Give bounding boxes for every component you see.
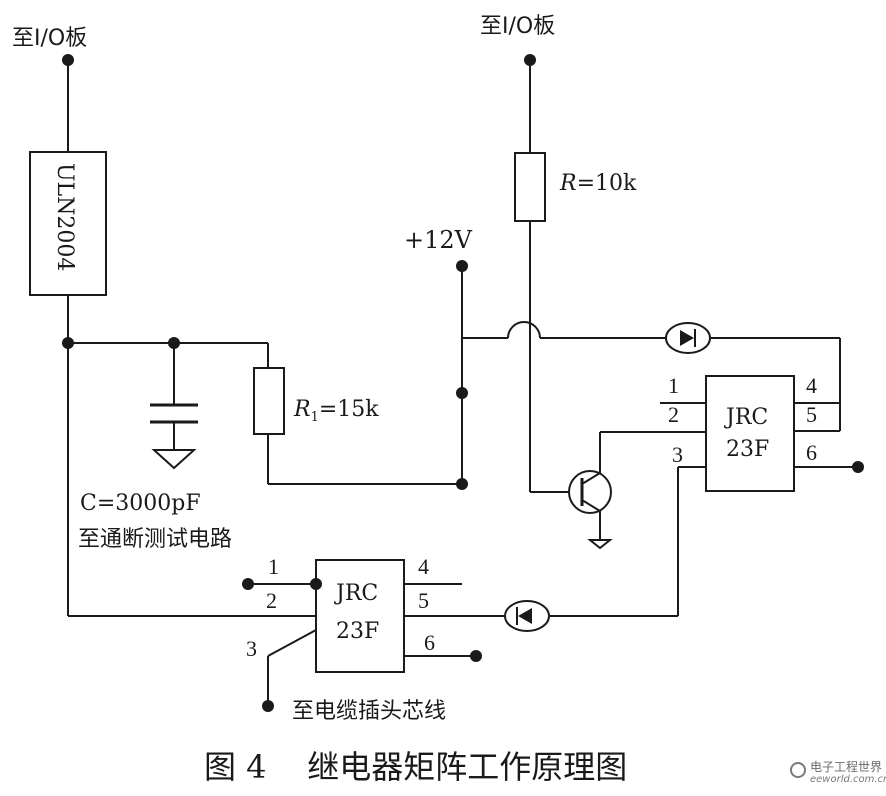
relay-lower-pin5: 5 bbox=[418, 588, 429, 613]
r-label: R=10k bbox=[559, 171, 637, 196]
relay-upper-box bbox=[705, 375, 795, 492]
diode-upper-icon bbox=[680, 330, 694, 346]
relay-lower-pin2: 2 bbox=[266, 588, 277, 613]
relay-upper-name-1: JRC bbox=[724, 405, 768, 430]
node-12v-mid bbox=[456, 387, 468, 399]
cable-core-label: 至电缆插头芯线 bbox=[292, 699, 446, 724]
relay-lower-box bbox=[315, 559, 405, 673]
figure-caption: 图 4 继电器矩阵工作原理图 bbox=[204, 748, 627, 786]
ground-icon-transistor bbox=[587, 539, 613, 550]
relay-upper-name-2: 23F bbox=[726, 437, 769, 462]
io-left-label: 至I/O板 bbox=[12, 26, 87, 51]
relay-upper-pin1: 1 bbox=[668, 373, 679, 398]
watermark-site: eeworld.com.cn bbox=[810, 774, 886, 785]
relay-upper-pin6-terminal bbox=[852, 461, 864, 473]
watermark-logo: 电子工程世界 eeworld.com.cn bbox=[790, 758, 886, 792]
transistor-body bbox=[568, 470, 612, 514]
watermark-brand: 电子工程世界 bbox=[810, 760, 883, 774]
relay-upper-pin2: 2 bbox=[668, 402, 679, 427]
ground-icon-capacitor bbox=[151, 449, 197, 470]
eeworld-logo-icon bbox=[790, 762, 806, 778]
relay-lower-name-2: 23F bbox=[336, 619, 379, 644]
transistor-collector bbox=[581, 472, 601, 485]
capacitor-label: C=3000pF bbox=[80, 491, 201, 516]
uln2004-chip bbox=[29, 151, 107, 296]
uln2004-label: ULN2004 bbox=[52, 163, 77, 271]
supply-label: +12V bbox=[404, 226, 473, 254]
relay-lower-pin3-lead bbox=[267, 629, 317, 657]
wire-crossover-hop bbox=[507, 321, 541, 339]
diode-lower-icon bbox=[518, 608, 532, 624]
cable-core-terminal bbox=[262, 700, 274, 712]
relay-lower-pin6-terminal bbox=[470, 650, 482, 662]
node-12v-bottom bbox=[456, 478, 468, 490]
r1-label: R1=15k bbox=[293, 397, 379, 425]
relay-upper-pin4: 4 bbox=[806, 373, 817, 398]
io-right-label: 至I/O板 bbox=[480, 14, 555, 39]
relay-lower-pin4: 4 bbox=[418, 554, 429, 579]
resistor-r1 bbox=[253, 367, 285, 435]
test-circuit-label: 至通断测试电路 bbox=[78, 527, 232, 552]
relay-upper-pin3: 3 bbox=[672, 442, 683, 467]
relay-lower-pin1-node bbox=[310, 578, 322, 590]
transistor-emitter bbox=[581, 499, 601, 512]
relay-lower-pin1: 1 bbox=[268, 554, 279, 579]
relay-upper-pin6: 6 bbox=[806, 440, 817, 465]
resistor-r bbox=[514, 152, 546, 222]
relay-lower-name-1: JRC bbox=[334, 581, 378, 606]
relay-upper-pin5: 5 bbox=[806, 402, 817, 427]
relay-lower-pin3: 3 bbox=[246, 636, 257, 661]
relay-lower-pin6: 6 bbox=[424, 630, 435, 655]
